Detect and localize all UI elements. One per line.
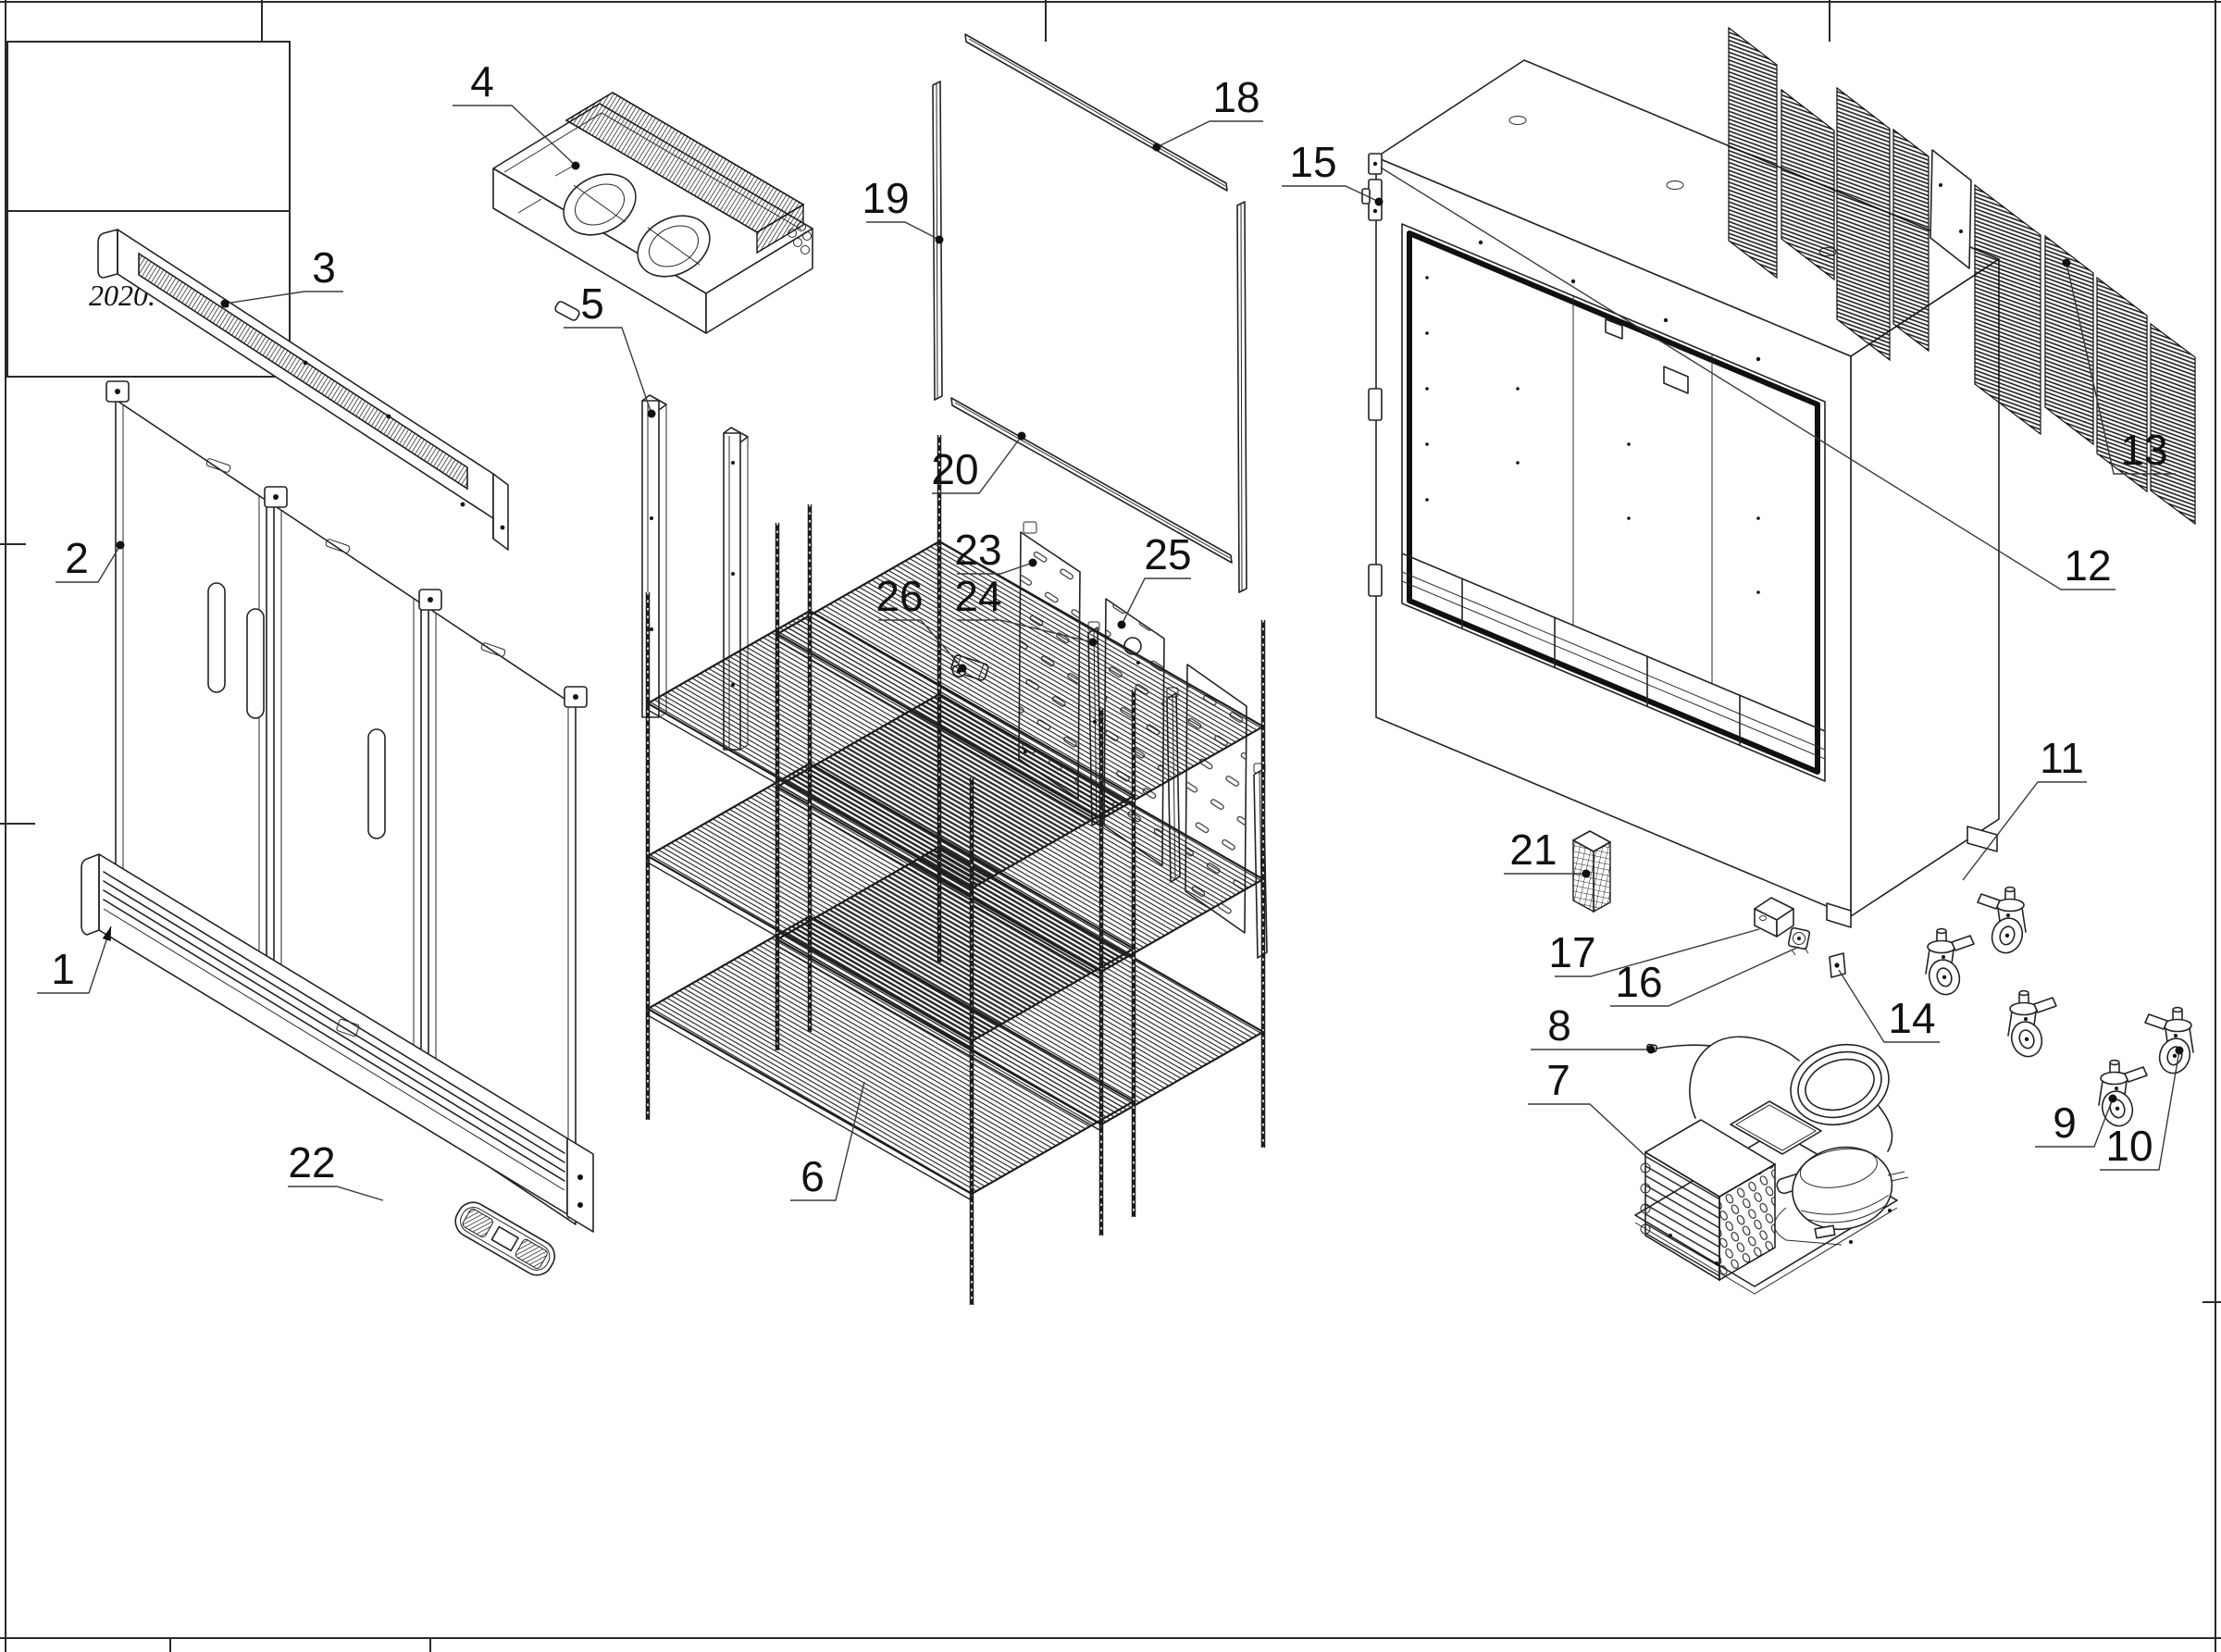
caster <box>2006 989 2057 1062</box>
leader-line-2 <box>56 544 121 583</box>
leader-line-9 <box>2035 1098 2114 1148</box>
part-11-cabinet-body-drawing <box>1361 59 2000 928</box>
leader-dot-13 <box>2062 258 2071 267</box>
part-12-hinge-bracket-drawing <box>1368 153 1383 175</box>
leader-arrow-1 <box>102 926 111 941</box>
leader-line-20 <box>932 435 1023 494</box>
part-13-condenser-fin-drawing <box>1728 26 2196 526</box>
leader-dot-23 <box>1028 558 1037 567</box>
part-label-15: 15 <box>1289 138 1336 186</box>
leader-dot-18 <box>1152 143 1161 152</box>
leader-line-26 <box>878 619 963 669</box>
leader-dot-3 <box>220 299 230 308</box>
leader-line-17 <box>1555 928 1760 977</box>
leader-line-18 <box>1156 120 1263 148</box>
leader-dot-20 <box>1017 431 1026 441</box>
leader-dot-15 <box>1374 197 1383 206</box>
part-4-evaporator-drawing <box>492 92 813 334</box>
leader-dot-24 <box>1088 638 1098 647</box>
leader-line-19 <box>866 221 940 241</box>
leader-dot-21 <box>1582 869 1591 878</box>
part-6-wire-shelving-drawing <box>645 435 1266 1305</box>
part-trim-strip-right-drawing <box>1236 201 1247 593</box>
leader-dot-10 <box>2175 1046 2184 1055</box>
part-label-3: 3 <box>312 243 336 292</box>
part-21-filter-block-drawing <box>1572 830 1611 913</box>
leader-line-23 <box>957 562 1034 575</box>
leader-dot-26 <box>958 664 967 673</box>
part-label-4: 4 <box>470 57 494 106</box>
door-hinge-brackets <box>105 380 588 708</box>
caster-part-10 <box>2144 1006 2195 1078</box>
leader-line-6 <box>790 1081 865 1201</box>
part-label-12: 12 <box>2064 541 2111 590</box>
part-label-18: 18 <box>1212 73 1259 121</box>
leader-line-24 <box>957 619 1094 643</box>
part-3-top-grille-drawing <box>97 229 509 551</box>
part-label-26: 26 <box>875 572 923 620</box>
leader-dot-4 <box>571 161 580 170</box>
part-label-25: 25 <box>1144 530 1191 578</box>
part-label-10: 10 <box>2105 1122 2153 1170</box>
part-label-1: 1 <box>51 945 75 993</box>
part-7-compressor-unit-drawing <box>1634 1100 1909 1295</box>
leader-line-7 <box>1528 1103 1645 1156</box>
cabinet-foot-right <box>1967 826 1998 852</box>
switch-cutout <box>1663 366 1689 394</box>
leader-line-12 <box>1380 167 2116 590</box>
part-18-trim-strip-drawing <box>964 33 1228 192</box>
leader-line-4 <box>453 105 577 167</box>
leader-line-3 <box>224 291 343 304</box>
leader-dot-25 <box>1117 620 1126 629</box>
caster <box>1977 886 2028 958</box>
leader-dot-8 <box>1646 1045 1656 1054</box>
door-handle-2 <box>246 608 265 719</box>
part-label-19: 19 <box>862 174 909 222</box>
door-handle-3 <box>367 728 386 839</box>
leader-dot-9 <box>2108 1094 2117 1103</box>
part-label-11: 11 <box>2040 734 2084 782</box>
part-label-24: 24 <box>954 572 1001 620</box>
part-label-9: 9 <box>2053 1099 2077 1147</box>
thermostat-cutout <box>1605 318 1623 340</box>
part-label-13: 13 <box>2120 426 2167 474</box>
part-label-2: 2 <box>65 534 89 582</box>
leader-line-22 <box>288 1186 384 1201</box>
cabinet-foot-front <box>1826 902 1852 928</box>
part-14-mounting-plate-drawing <box>1829 952 1846 978</box>
part-label-16: 16 <box>1615 958 1662 1006</box>
part-1-bottom-louver-panel-drawing <box>81 853 594 1233</box>
leader-line-1 <box>37 925 112 994</box>
part-label-8: 8 <box>1547 1001 1571 1050</box>
part-label-14: 14 <box>1888 994 1935 1042</box>
leader-line-13 <box>2066 262 2176 475</box>
part-label-17: 17 <box>1548 928 1595 976</box>
casters-group <box>1924 886 2195 1131</box>
part-17-junction-box-drawing <box>1754 897 1794 938</box>
door-handle-1 <box>207 582 226 693</box>
part-label-20: 20 <box>931 445 978 493</box>
leader-dot-2 <box>116 540 125 550</box>
leader-line-25 <box>1121 578 1191 626</box>
part-label-22: 22 <box>288 1138 335 1186</box>
part-label-6: 6 <box>800 1152 825 1200</box>
leader-dot-5 <box>647 409 656 418</box>
leader-line-10 <box>2100 1050 2180 1171</box>
caster <box>1924 927 1975 1000</box>
part-label-23: 23 <box>954 526 1001 574</box>
part-label-7: 7 <box>1546 1056 1570 1104</box>
leader-line-14 <box>1838 969 1940 1043</box>
part-22-vent-cover-drawing <box>454 1201 556 1276</box>
leader-line-16 <box>1610 946 1800 1007</box>
cabinet-interior <box>1402 276 1825 760</box>
part-2-doors-drawing <box>105 380 588 1225</box>
leader-dot-19 <box>935 235 944 244</box>
part-label-21: 21 <box>1509 826 1557 874</box>
leader-line-11 <box>1962 781 2087 881</box>
leader-line-15 <box>1282 185 1380 203</box>
leader-line-5 <box>564 327 652 415</box>
part-label-5: 5 <box>580 279 604 328</box>
